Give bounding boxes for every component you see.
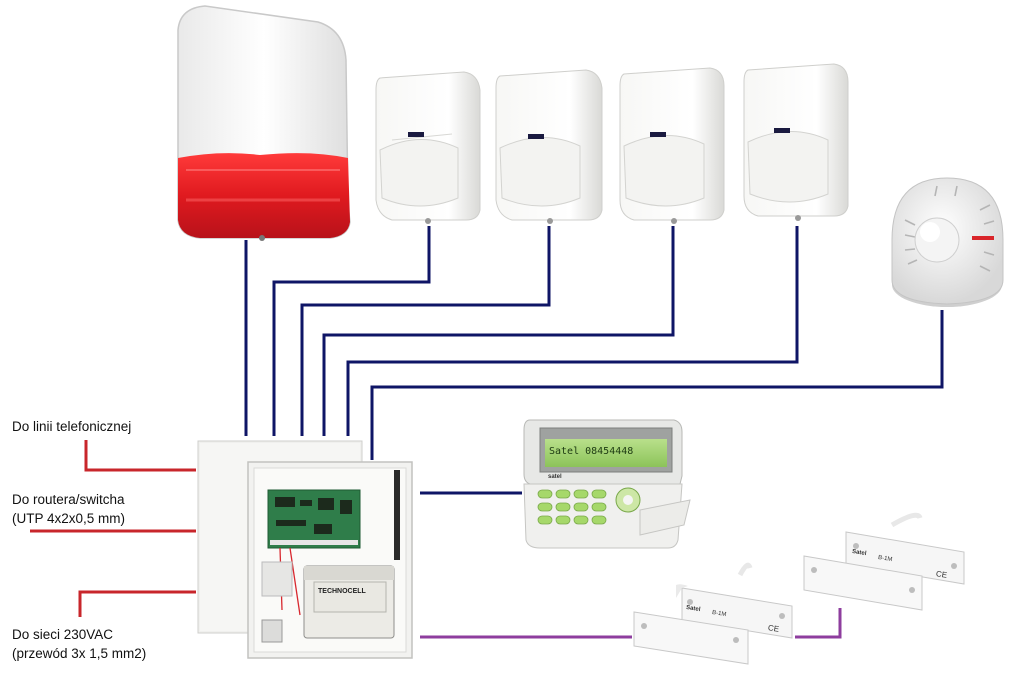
battery-brand: TECHNOCELL: [318, 588, 367, 595]
router-cable-label: (UTP 4x2x0,5 mm): [12, 511, 126, 526]
keypad-lcd-text: Satel 08454448: [549, 446, 634, 457]
contact-1-ce: CE: [767, 623, 780, 634]
bus-wires: [244, 226, 944, 495]
magnetic-contact-2-icon: [803, 512, 965, 611]
phone-wire: [84, 440, 196, 472]
pir-4-wire: [346, 226, 799, 436]
smoke-detector-icon: [891, 177, 1004, 307]
contact-2-ce: CE: [935, 569, 948, 580]
smoke-wire: [370, 310, 944, 460]
power-wire: [78, 590, 196, 617]
router-line-label: Do routera/switcha: [12, 492, 125, 507]
pir-detector-2-icon: [495, 69, 603, 224]
pir-1-wire: [272, 226, 431, 436]
alarm-control-panel-icon: TECHNOCELL: [197, 440, 413, 659]
outdoor-siren-icon: [177, 5, 351, 241]
pir-3-wire: [322, 226, 675, 436]
pir-detector-4-icon: [743, 63, 849, 221]
pir-detector-3-icon: [619, 67, 725, 224]
keypad-brand: satel: [548, 474, 562, 480]
lcd-keypad-icon: [523, 419, 691, 549]
contact-2-wire: [795, 608, 842, 639]
external-wires: [30, 440, 196, 617]
pir-2-wire: [300, 226, 551, 436]
phone-line-label: Do linii telefonicznej: [12, 419, 132, 434]
power-line-label: Do sieci 230VAC: [12, 627, 114, 642]
pir-detector-1-icon: [375, 71, 481, 224]
power-cable-label: (przewód 3x 1,5 mm2): [12, 646, 147, 661]
magnetic-contact-1-icon: [633, 562, 793, 665]
contact-wires: [420, 608, 842, 639]
